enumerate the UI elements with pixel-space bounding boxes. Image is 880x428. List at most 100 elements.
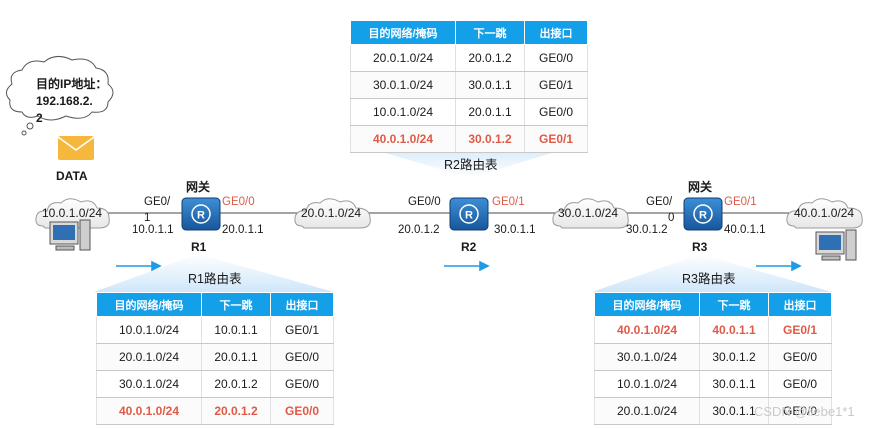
watermark: CSDN @liebe1*1 (754, 404, 855, 419)
r2-if-right: GE0/1 (492, 196, 525, 208)
r1-if-left-2: 1 (144, 212, 151, 224)
r3-ip-right: 40.0.1.1 (724, 224, 766, 236)
flow-arrow-1 (116, 260, 162, 272)
r1-if-right: GE0/0 (222, 196, 255, 208)
cloud-label-10: 10.0.1.0/24 (42, 206, 103, 220)
cell-dest: 30.0.1.0/24 (96, 370, 202, 398)
cloud-30-net (552, 198, 629, 229)
bubble-line-1: 目的IP地址： (36, 77, 108, 91)
r1-ip-left: 10.0.1.1 (132, 224, 174, 236)
col-header-nexthop: 下一跳 (455, 20, 525, 45)
cell-interface: GE0/0 (270, 370, 334, 398)
cell-nexthop: 20.0.1.2 (455, 44, 525, 72)
cell-nexthop: 20.0.1.2 (201, 397, 271, 425)
cell-dest: 10.0.1.0/24 (594, 370, 700, 398)
r2-table-title: R2路由表 (444, 158, 498, 172)
cell-dest: 20.0.1.0/24 (350, 44, 456, 72)
col-header-dest: 目的网络/掩码 (594, 292, 700, 317)
cell-nexthop: 20.0.1.2 (201, 370, 271, 398)
svg-text:R: R (197, 210, 205, 222)
r3-ip-left: 30.0.1.2 (626, 224, 668, 236)
svg-text:R: R (699, 210, 707, 222)
cell-dest: 30.0.1.0/24 (350, 71, 456, 99)
cell-dest: 40.0.1.0/24 (350, 125, 456, 153)
cell-interface: GE0/0 (768, 370, 832, 398)
envelope-label: DATA (56, 169, 88, 183)
envelope-icon (57, 136, 95, 160)
table-header-row: 目的网络/掩码 下一跳 出接口 (96, 292, 334, 317)
cell-nexthop: 40.0.1.1 (699, 316, 769, 344)
r1-if-left: GE0/ (144, 196, 171, 208)
r1-table-title: R1路由表 (188, 272, 242, 286)
col-header-nexthop: 下一跳 (699, 292, 769, 317)
cloud-label-40: 40.0.1.0/24 (794, 206, 855, 220)
cell-nexthop: 30.0.1.2 (455, 125, 525, 153)
cell-interface: GE0/0 (768, 343, 832, 371)
col-header-dest: 目的网络/掩码 (96, 292, 202, 317)
cell-nexthop: 30.0.1.2 (699, 343, 769, 371)
pc-right-icon (815, 229, 857, 261)
flow-arrow-3 (756, 260, 802, 272)
pc-left-icon (49, 219, 91, 251)
bubble-line-3: 2 (36, 111, 43, 125)
cell-dest: 20.0.1.0/24 (594, 397, 700, 425)
cloud-40-net (786, 198, 863, 229)
cell-interface: GE0/1 (524, 125, 588, 153)
cell-dest: 10.0.1.0/24 (96, 316, 202, 344)
r3-if-right: GE0/1 (724, 196, 757, 208)
cell-interface: GE0/1 (524, 71, 588, 99)
cell-nexthop: 10.0.1.1 (201, 316, 271, 344)
router-r2-icon: R (449, 197, 489, 231)
col-header-nexthop: 下一跳 (201, 292, 271, 317)
col-header-interface: 出接口 (524, 20, 588, 45)
bubble-line-2: 192.168.2. (36, 94, 93, 108)
router-r3-icon: R (683, 197, 723, 231)
r1-name: R1 (191, 240, 207, 254)
col-header-interface: 出接口 (768, 292, 832, 317)
r2-ip-left: 20.0.1.2 (398, 224, 440, 236)
cell-interface: GE0/0 (270, 343, 334, 371)
r1-ip-right: 20.0.1.1 (222, 224, 264, 236)
table-header-row: 目的网络/掩码 下一跳 出接口 (350, 20, 588, 45)
r1-gateway-label: 网关 (186, 180, 211, 194)
cell-interface: GE0/1 (768, 316, 832, 344)
r3-table-callout (592, 254, 832, 292)
r3-if-left-2: 0 (668, 212, 675, 224)
r3-table-title: R3路由表 (682, 272, 736, 286)
table-header-row: 目的网络/掩码 下一跳 出接口 (594, 292, 832, 317)
destination-bubble (6, 56, 114, 136)
cell-nexthop: 30.0.1.1 (699, 397, 769, 425)
cloud-label-20: 20.0.1.0/24 (301, 206, 362, 220)
cell-nexthop: 20.0.1.1 (455, 98, 525, 126)
cell-interface: GE0/0 (270, 397, 334, 425)
cell-nexthop: 30.0.1.1 (455, 71, 525, 99)
cell-dest: 10.0.1.0/24 (350, 98, 456, 126)
cell-nexthop: 20.0.1.1 (201, 343, 271, 371)
bubble-text: 目的IP地址： 192.168.2. 2 (36, 76, 107, 127)
cell-dest: 20.0.1.0/24 (96, 343, 202, 371)
cell-nexthop: 30.0.1.1 (699, 370, 769, 398)
cell-dest: 30.0.1.0/24 (594, 343, 700, 371)
cloud-label-30: 30.0.1.0/24 (558, 206, 619, 220)
cloud-10-net (35, 198, 110, 229)
r3-name: R3 (692, 240, 708, 254)
col-header-dest: 目的网络/掩码 (350, 20, 456, 45)
cell-interface: GE0/0 (524, 98, 588, 126)
cell-interface: GE0/1 (270, 316, 334, 344)
r1-table-callout (94, 254, 334, 292)
